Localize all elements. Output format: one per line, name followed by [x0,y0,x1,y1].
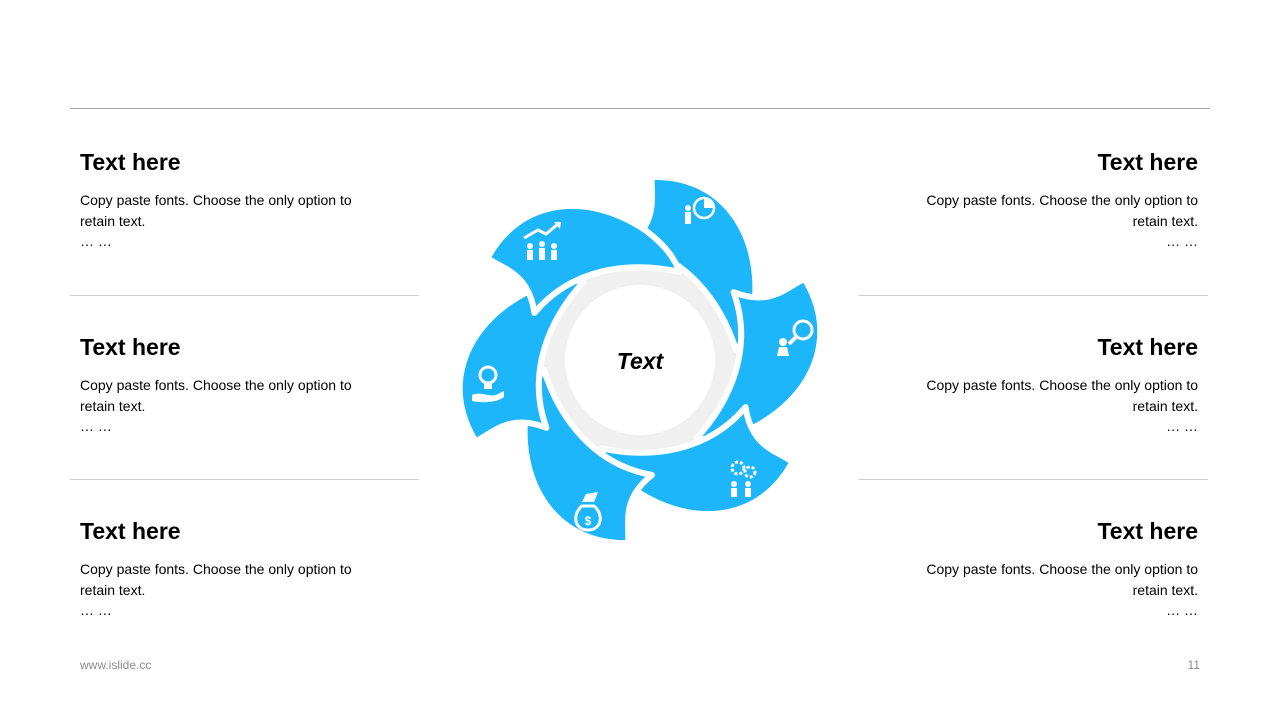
block-body: Copy paste fonts. Choose the only option… [80,561,352,598]
center-hole [565,285,715,435]
block-ellipsis: … … [80,233,112,249]
block-ellipsis: … … [80,418,112,434]
footer-url: www.islide.cc [80,658,152,672]
pinwheel-svg: $ [456,173,824,547]
lightbulb-hand-icon [472,365,504,403]
svg-text:$: $ [585,514,592,528]
page-number: 11 [1187,658,1200,672]
block-title: Text here [80,518,181,544]
text-block-left-3: Text here Copy paste fonts. Choose the o… [80,517,380,619]
money-bag-hand-icon: $ [574,492,602,532]
block-ellipsis: … … [80,602,112,618]
text-block-left-1: Text here Copy paste fonts. Choose the o… [80,148,380,250]
petal-2 [693,275,824,443]
block-ellipsis: … … [1166,602,1198,618]
pinwheel-diagram: $ [440,160,840,560]
block-body: Copy paste fonts. Choose the only option… [926,192,1198,229]
block-body: Copy paste fonts. Choose the only option… [926,377,1198,414]
divider-right-2 [859,479,1208,480]
petal-3 [597,404,796,518]
block-title: Text here [1097,518,1198,544]
top-rule [70,108,1210,109]
petal-4 [521,367,655,547]
block-title: Text here [80,334,181,360]
block-ellipsis: … … [1166,418,1198,434]
person-magnifier-icon [777,319,814,356]
block-body: Copy paste fonts. Choose the only option… [926,561,1198,598]
text-block-left-2: Text here Copy paste fonts. Choose the o… [80,333,380,435]
divider-right-1 [859,295,1208,296]
block-body: Copy paste fonts. Choose the only option… [80,192,352,229]
block-ellipsis: … … [1166,233,1198,249]
center-label: Text [616,348,664,374]
block-title: Text here [80,149,181,175]
block-body: Copy paste fonts. Choose the only option… [80,377,352,414]
text-block-right-2: Text here Copy paste fonts. Choose the o… [898,333,1198,435]
team-gears-icon [730,460,757,497]
block-title: Text here [1097,149,1198,175]
divider-left-1 [70,295,419,296]
pie-chart-presenter-icon [685,196,716,224]
text-block-right-3: Text here Copy paste fonts. Choose the o… [898,517,1198,619]
block-title: Text here [1097,334,1198,360]
text-block-right-1: Text here Copy paste fonts. Choose the o… [898,148,1198,250]
team-growth-arrow-icon [523,222,561,260]
divider-left-2 [70,479,419,480]
